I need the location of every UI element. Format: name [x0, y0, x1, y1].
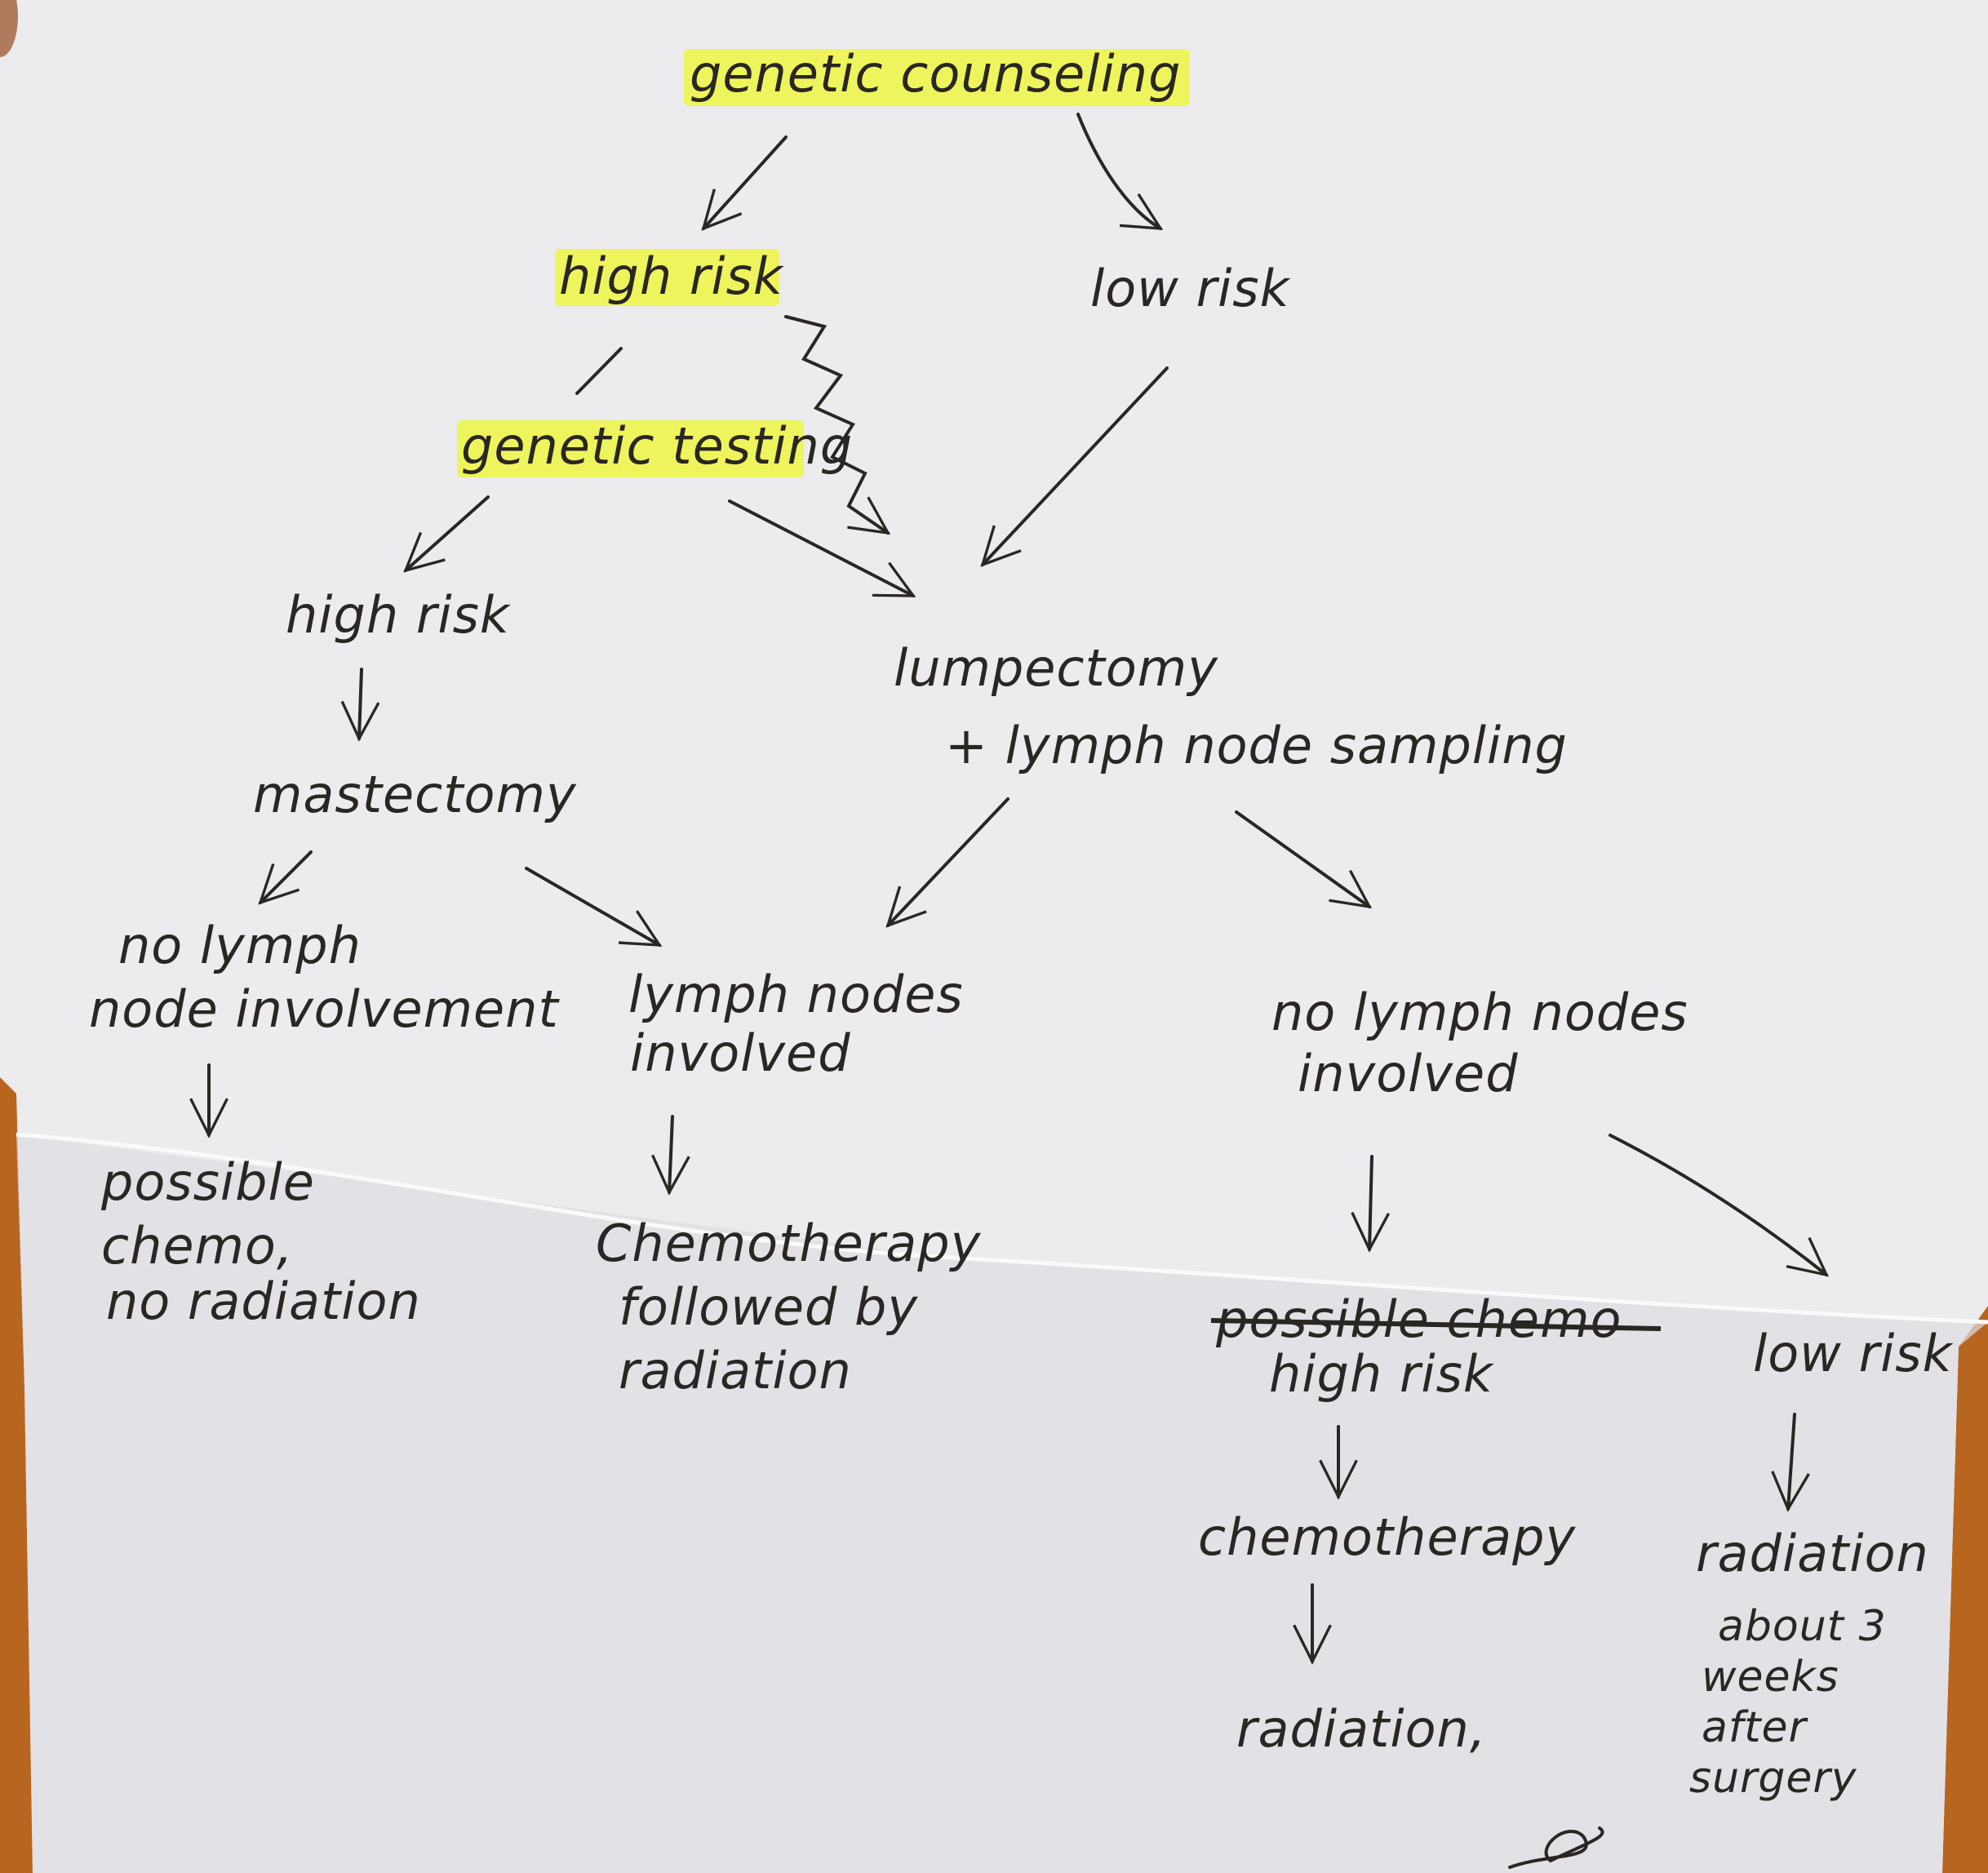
arrow-high-risk-to-lumpectomy-scribbled [784, 315, 891, 535]
node-possible-chemo-no-radiation: possible chemo, no radiation [100, 1152, 421, 1331]
line-high-risk-to-genetic-testing [575, 347, 623, 395]
node-high-risk-2: high risk [286, 585, 511, 645]
node-line: after [1702, 1703, 1809, 1752]
node-line: involved [630, 1023, 851, 1083]
arrow-counseling-to-low-risk [1076, 113, 1164, 230]
node-line: lumpectomy [894, 638, 1218, 698]
node-radiation-timing-note: about 3 weeks after surgery [1689, 1602, 1901, 1803]
node-line: Chemotherapy [596, 1214, 982, 1273]
arrow-genetic-testing-to-high-risk [403, 495, 490, 573]
arrow-low-risk-to-radiation [1771, 1413, 1810, 1512]
node-line: weeks [1702, 1653, 1839, 1702]
node-chemo-followed-by-radiation: Chemotherapy followed by radiation [596, 1214, 998, 1400]
node-line: chemo, [101, 1216, 294, 1276]
edges [189, 113, 1829, 1665]
highlight-high-risk-1 [555, 249, 779, 306]
node-lymph-nodes-involved: lymph nodes involved [628, 965, 980, 1083]
finger-top-left [0, 0, 18, 57]
node-radiation-after-chemo: radiation, [1236, 1699, 1487, 1759]
arrow-genetic-testing-to-lumpectomy [728, 499, 916, 597]
node-line: radiation [619, 1341, 852, 1400]
node-line: followed by [619, 1277, 918, 1337]
node-low-risk-1: low risk [1090, 259, 1291, 318]
node-high-risk-3: high risk [1269, 1344, 1494, 1404]
arrow-low-risk-to-lumpectomy [980, 366, 1169, 567]
arrow-no-lymph-nodes-to-low-risk [1609, 1134, 1829, 1277]
highlight-genetic-counseling [684, 49, 1190, 106]
node-high-risk-1: high risk [559, 246, 784, 306]
node-radiation-low-risk: radiation [1696, 1524, 1929, 1583]
arrow-counseling-to-high-risk [701, 135, 788, 231]
node-no-lymph-node-involvement: no lymph node involvement [89, 916, 560, 1039]
strikethrough [1210, 1318, 1662, 1331]
node-possible-chemo-struck: possible chemo [1215, 1289, 1622, 1349]
node-mastectomy: mastectomy [253, 765, 577, 824]
arrow-lumpectomy-to-lymph-involved [885, 797, 1010, 928]
node-low-risk-3: low risk [1753, 1324, 1954, 1383]
node-genetic-counseling: genetic counseling [690, 44, 1181, 104]
arrow-no-lymph-nodes-to-high-risk [1351, 1155, 1391, 1253]
paper-fold-crease [16, 1132, 1988, 1325]
node-no-lymph-nodes-involved: no lymph nodes involved [1271, 983, 1705, 1103]
arrow-mastectomy-to-no-lymph [258, 850, 313, 905]
node-line: involved [1298, 1044, 1519, 1103]
highlight-genetic-testing [457, 420, 804, 477]
arrow-lumpectomy-to-no-lymph-nodes [1235, 810, 1373, 909]
nodes: genetic counseling high risk low risk ge… [89, 44, 1954, 1869]
node-line: no radiation [106, 1272, 421, 1331]
ink-scribble [1508, 1826, 1604, 1869]
node-line: about 3 [1718, 1602, 1887, 1651]
node-line: node involvement [89, 979, 560, 1039]
node-line: surgery [1689, 1754, 1857, 1803]
arrow-mastectomy-to-lymph-involved [525, 867, 663, 947]
arrow-lymph-involved-to-chemo [651, 1115, 690, 1196]
node-chemotherapy: chemotherapy [1198, 1507, 1576, 1567]
node-line: possible [100, 1152, 315, 1212]
arrow-high-risk-to-mastectomy [340, 668, 380, 742]
node-line: + lymph node sampling [945, 716, 1568, 775]
node-line: no lymph [118, 916, 362, 975]
paper-shadow-lower [16, 1134, 1988, 1873]
node-line: no lymph nodes [1271, 983, 1688, 1042]
node-lumpectomy: lumpectomy + lymph node sampling [894, 638, 1568, 775]
node-line: lymph nodes [628, 965, 964, 1024]
node-genetic-testing: genetic testing [461, 416, 853, 476]
